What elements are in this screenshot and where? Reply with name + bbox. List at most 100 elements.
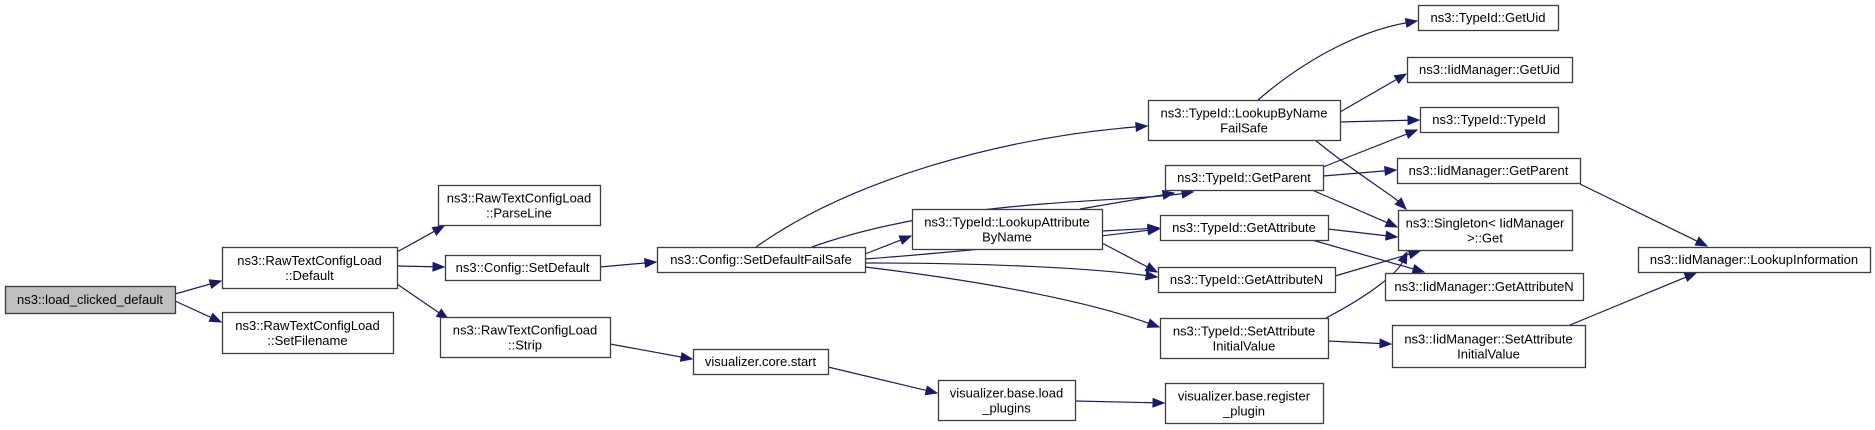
node-box	[656, 246, 867, 274]
node-label: visualizer.base.load	[950, 386, 1063, 401]
node-visualizer-base-load-plugins[interactable]: visualizer.base.load_plugins	[937, 379, 1077, 422]
edge-typeid-setattributeinitialvalue--singleton-iidmanager-get	[1325, 250, 1408, 319]
edge-iidmanager-getparent--iidmanager-lookupinformation	[1579, 183, 1709, 247]
node-iidmanager-getattributen[interactable]: ns3::IidManager::GetAttributeN	[1384, 272, 1585, 302]
node-config-setdefault[interactable]: ns3::Config::SetDefault	[444, 254, 602, 282]
node-config-setdefaultfailsafe[interactable]: ns3::Config::SetDefaultFailSafe	[656, 246, 867, 274]
node-label: ns3::TypeId::GetParent	[1177, 170, 1311, 185]
node-box	[1417, 4, 1560, 32]
node-label: visualizer.core.start	[705, 354, 817, 369]
node-label: ByName	[982, 230, 1032, 245]
edge-rawtext-default--rawtext-parseline	[396, 225, 446, 253]
edge-typeid-getparent--typeid-typeid	[1322, 129, 1419, 168]
node-box	[1396, 157, 1582, 185]
edge-load-clicked-default--rawtext-default	[174, 279, 223, 295]
arrowhead	[1144, 262, 1159, 273]
node-label: >::Get	[1467, 231, 1503, 246]
node-label: _plugin	[1222, 404, 1265, 419]
arrowhead	[208, 279, 223, 289]
node-box	[1397, 209, 1574, 252]
node-typeid-getattribute[interactable]: ns3::TypeId::GetAttribute	[1159, 214, 1330, 242]
node-typeid-typeid[interactable]: ns3::TypeId::TypeId	[1419, 106, 1560, 134]
arrowhead	[1393, 73, 1408, 85]
node-box	[1384, 272, 1585, 302]
edge-visualizer-base-load-plugins--visualizer-base-register-plugin	[1074, 397, 1166, 408]
arrowhead	[1384, 217, 1399, 228]
node-label: ns3::TypeId::TypeId	[1432, 112, 1545, 127]
arrowhead	[1384, 165, 1398, 176]
node-box	[1147, 99, 1342, 142]
node-box	[437, 184, 602, 227]
arrowhead	[924, 385, 939, 396]
node-box	[1159, 317, 1330, 360]
arrowhead	[1394, 197, 1407, 210]
arrowhead	[1146, 318, 1161, 328]
edge-typeid-lookupattributebyname--typeid-getattributen	[1101, 242, 1159, 273]
node-label: ns3::IidManager::GetUid	[1419, 62, 1560, 77]
arrowhead	[1397, 250, 1408, 265]
edge-rawtext-strip--visualizer-core-start	[609, 343, 694, 362]
arrowhead	[1411, 264, 1426, 274]
node-rawtext-setfilename[interactable]: ns3::RawTextConfigLoad::SetFilename	[221, 311, 395, 355]
node-iidmanager-getparent[interactable]: ns3::IidManager::GetParent	[1396, 157, 1582, 185]
node-box	[1637, 246, 1872, 274]
arrowhead	[679, 351, 694, 362]
node-box	[692, 348, 830, 376]
node-box	[221, 311, 395, 355]
node-label: ns3::RawTextConfigLoad	[453, 323, 598, 338]
node-iidmanager-getuid[interactable]: ns3::IidManager::GetUid	[1406, 56, 1574, 84]
node-iidmanager-lookupinformation[interactable]: ns3::IidManager::LookupInformation	[1637, 246, 1872, 274]
arrowhead	[1407, 249, 1422, 260]
node-box	[1157, 266, 1337, 294]
node-label: visualizer.base.register	[1178, 389, 1311, 404]
node-label: ns3::IidManager::LookupInformation	[1650, 252, 1858, 267]
node-label: ns3::TypeId::SetAttribute	[1173, 324, 1315, 339]
edge-config-setdefaultfailsafe--typeid-getattributen	[864, 262, 1159, 281]
node-visualizer-core-start[interactable]: visualizer.core.start	[692, 348, 830, 376]
edge-typeid-setattributeinitialvalue--iidmanager-setattributeinitialvalue	[1327, 338, 1393, 349]
edge-rawtext-default--rawtext-strip	[396, 283, 450, 320]
edge-load-clicked-default--rawtext-setfilename	[174, 300, 223, 323]
node-label: ns3::TypeId::LookupAttribute	[924, 215, 1090, 230]
edge-config-setdefaultfailsafe--typeid-setattributeinitialvalue	[864, 266, 1161, 328]
edge-visualizer-core-start--visualizer-base-load-plugins	[827, 366, 939, 396]
node-iidmanager-setattributeinitialvalue[interactable]: ns3::IidManager::SetAttributeInitialValu…	[1391, 324, 1587, 369]
edge-typeid-lookupattributebyname--typeid-getparent	[1079, 189, 1176, 210]
node-box	[1159, 214, 1330, 242]
node-singleton-iidmanager-get[interactable]: ns3::Singleton< IidManager>::Get	[1397, 209, 1574, 252]
node-box	[439, 316, 612, 359]
node-rawtext-default[interactable]: ns3::RawTextConfigLoad::Default	[221, 246, 399, 290]
edge-typeid-lookupbynamefailsafe--iidmanager-getuid	[1339, 73, 1408, 113]
edge-rawtext-default--config-setdefault	[396, 261, 446, 272]
arrowhead	[1683, 272, 1698, 283]
arrowhead	[1694, 236, 1709, 247]
node-label: InitialValue	[1213, 339, 1276, 354]
edge-typeid-getparent--singleton-iidmanager-get	[1311, 189, 1399, 228]
node-rawtext-strip[interactable]: ns3::RawTextConfigLoad::Strip	[439, 316, 612, 359]
node-label: ns3::RawTextConfigLoad	[237, 253, 382, 268]
node-label: ns3::IidManager::GetParent	[1409, 163, 1569, 178]
arrowhead	[898, 235, 913, 245]
arrowhead	[1144, 270, 1159, 281]
node-rawtext-parseline[interactable]: ns3::RawTextConfigLoad::ParseLine	[437, 184, 602, 227]
node-box	[221, 246, 399, 290]
edge-typeid-lookupbynamefailsafe--singleton-iidmanager-get	[1314, 139, 1407, 210]
node-typeid-getattributen[interactable]: ns3::TypeId::GetAttributeN	[1157, 266, 1337, 294]
node-typeid-getparent[interactable]: ns3::TypeId::GetParent	[1164, 164, 1325, 192]
edge-typeid-lookupbynamefailsafe--typeid-typeid	[1339, 115, 1421, 126]
node-visualizer-base-register-plugin[interactable]: visualizer.base.register_plugin	[1164, 382, 1325, 425]
arrowhead	[431, 225, 446, 236]
node-label: ns3::RawTextConfigLoad	[447, 191, 592, 206]
arrowhead	[208, 312, 223, 323]
node-typeid-getuid[interactable]: ns3::TypeId::GetUid	[1417, 4, 1560, 32]
node-label: _plugins	[981, 401, 1031, 416]
node-label: ns3::TypeId::GetAttributeN	[1170, 272, 1323, 287]
arrowhead	[1152, 397, 1166, 408]
node-label: ns3::TypeId::GetUid	[1431, 10, 1546, 25]
node-label: ns3::Config::SetDefault	[456, 260, 590, 275]
node-label: ns3::TypeId::LookupByName	[1161, 106, 1328, 121]
